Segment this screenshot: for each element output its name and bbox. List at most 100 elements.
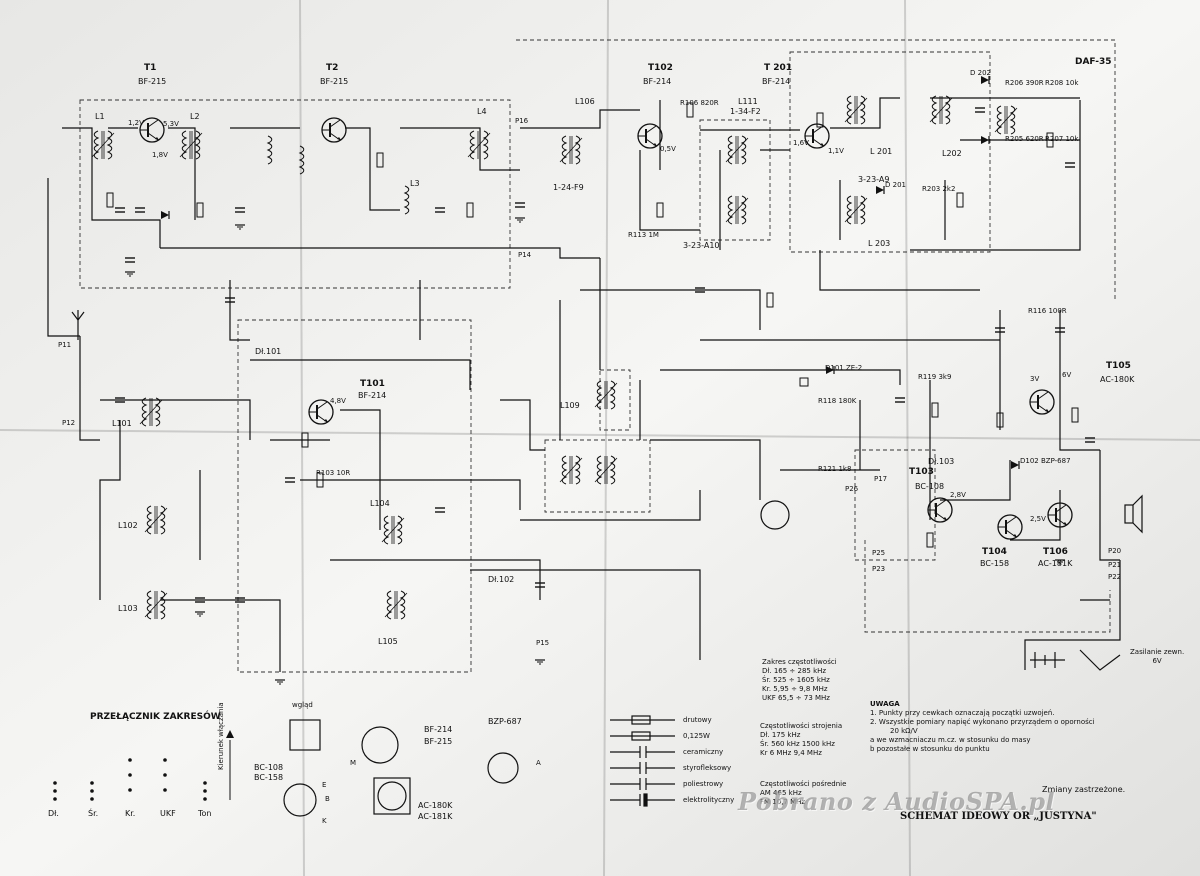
switch-position: UKF — [160, 809, 176, 818]
t201-name: T 201 — [764, 63, 793, 73]
resistor-label: R206 390R — [1005, 79, 1044, 87]
voltage-label: 1,6V — [793, 139, 809, 147]
coil-l4: L4 — [477, 107, 487, 116]
resistor-label: R103 10R — [316, 469, 351, 477]
t105-type: AC-180K — [1100, 375, 1135, 384]
pinout-ac181k: AC-181K — [418, 812, 453, 821]
sheet-title: SCHEMAT IDEOWY OR „JUSTYNA" — [900, 811, 1097, 822]
resistor-label: R121 1k8 — [818, 465, 852, 473]
resistor-label: R113 1M — [628, 231, 659, 239]
module-1-34-f2: 1-34-F2 — [730, 107, 761, 116]
frequency-line: Śr. 525 ÷ 1605 kHz — [762, 676, 830, 684]
note-line: 1. Punkty przy cewkach oznaczają początk… — [870, 709, 1055, 717]
power-text: Zasilanie zewn. — [1130, 648, 1185, 656]
switch-direction: Kierunek włączania — [217, 702, 225, 770]
t102-type: BF-214 — [643, 77, 672, 86]
coil-l106: L106 — [575, 97, 595, 106]
coil-l201: L 201 — [870, 147, 893, 156]
coil-l104: L104 — [370, 499, 390, 508]
coil-l111: L111 — [738, 97, 758, 106]
voltage-label: 4,8V — [330, 397, 346, 405]
voltage-label: 6V — [1062, 371, 1072, 379]
pinout-bf214: BF-214 — [424, 725, 453, 734]
frequency-line: Kr. 5,95 ÷ 9,8 MHz — [762, 685, 828, 693]
frequency-line: Dł. 165 ÷ 285 kHz — [762, 667, 827, 675]
resistor-label: R106 820R — [680, 99, 719, 107]
module-3-23-a9: 3-23-A9 — [858, 175, 890, 184]
watermark: Pobrano z AudioSPA.pl — [738, 787, 1056, 816]
voltage-label: 1,8V — [152, 151, 168, 159]
tuning-line: Kr 6 MHz 9,4 MHz — [760, 749, 822, 757]
t103-name: T103 — [909, 467, 934, 477]
voltage-label: 3V — [1030, 375, 1040, 383]
changes-note: Zmiany zastrzeżone. — [1042, 785, 1126, 794]
switch-position: Śr. — [88, 809, 99, 818]
test-point: P21 — [1108, 561, 1122, 569]
t106-type: AC-181K — [1038, 559, 1073, 568]
voltage-label: 2,8V — [950, 491, 966, 499]
diode-d201: D 201 — [885, 181, 906, 189]
test-point: P17 — [874, 475, 888, 483]
power-label: Zasilanie zewn. 6V — [1130, 648, 1184, 666]
pin-label: A — [536, 759, 541, 767]
voltage-label: 2,5V — [1030, 515, 1046, 523]
switch-position: Dł. — [48, 809, 59, 818]
t201-type: BF-214 — [762, 77, 791, 86]
frequency-line: UKF 65,5 ÷ 73 MHz — [762, 694, 830, 702]
pinout-bzp687: BZP-687 — [488, 717, 522, 726]
note-line: a we wzmacniaczu m.cz. w stosunku do mas… — [870, 736, 1031, 744]
legend-item: poliestrowy — [683, 780, 724, 788]
coil-l3: L3 — [410, 179, 420, 188]
t1-name: T1 — [144, 63, 157, 73]
tuning-line: Śr. 560 kHz 1500 kHz — [760, 740, 835, 748]
resistor-label: R207 10k — [1045, 135, 1079, 143]
resistor-label: R118 180K — [818, 397, 857, 405]
legend-item: ceramiczny — [683, 748, 724, 756]
test-point: P25 — [872, 549, 886, 557]
frequency-header: Zakres częstotliwości — [762, 658, 837, 666]
t103-type: BC-108 — [915, 482, 945, 491]
test-point: P11 — [58, 341, 72, 349]
resistor-label: R116 100R — [1028, 307, 1067, 315]
resistor-label: R119 3k9 — [918, 373, 952, 381]
pinout-view-label: wgląd — [292, 701, 313, 709]
coil-l105: L105 — [378, 637, 398, 646]
t1-type: BF-215 — [138, 77, 167, 86]
pin-label: E — [322, 781, 327, 789]
voltage-label: 0,5V — [660, 145, 676, 153]
t101-type: BF-214 — [358, 391, 387, 400]
t2-type: BF-215 — [320, 77, 349, 86]
module-3-23-a10: 3-23-A10 — [683, 241, 720, 250]
legend-item: 0,125W — [683, 732, 710, 740]
diode-d102: D102 BZP-687 — [1020, 457, 1071, 465]
notes: UWAGA 1. Punkty przy cewkach oznaczają p… — [870, 700, 1095, 754]
note-line: b pozostałe w stosunku do punktu — [870, 745, 990, 753]
coil-l103: L103 — [118, 604, 138, 613]
notes-header: UWAGA — [870, 700, 900, 708]
test-point: P23 — [872, 565, 886, 573]
legend-item: elektrolityczny — [683, 796, 735, 804]
test-point: P20 — [1108, 547, 1122, 555]
choke-dl102: Dł.102 — [488, 575, 515, 584]
test-point: P22 — [1108, 573, 1122, 581]
if-header: Częstotliwości pośrednie — [760, 780, 847, 788]
tuning-frequencies: Częstotliwości strojenia Dł. 175 kHz Śr.… — [760, 722, 842, 758]
if-frequencies: Częstotliwości pośrednie AM 465 kHz FM 1… — [760, 780, 846, 807]
diode-d202: D 202 — [970, 69, 991, 77]
t105-name: T105 — [1106, 361, 1131, 371]
tuning-line: Dł. 175 kHz — [760, 731, 801, 739]
pinout-bc108: BC-108 — [254, 763, 284, 772]
module-1-24-f9: 1-24-F9 — [553, 183, 584, 192]
power-voltage: 6V — [1152, 657, 1162, 665]
t106-name: T106 — [1043, 547, 1068, 557]
voltage-label: 1,2V — [128, 119, 144, 127]
pinout-bc158: BC-158 — [254, 773, 284, 782]
pin-label: B — [325, 795, 330, 803]
pinout-ac180k: AC-180K — [418, 801, 453, 810]
voltage-label: 5,3V — [163, 120, 179, 128]
frequency-ranges: Zakres częstotliwości Dł. 165 ÷ 285 kHz … — [762, 658, 837, 703]
t2-name: T2 — [326, 63, 339, 73]
resistor-label: R208 10k — [1045, 79, 1079, 87]
